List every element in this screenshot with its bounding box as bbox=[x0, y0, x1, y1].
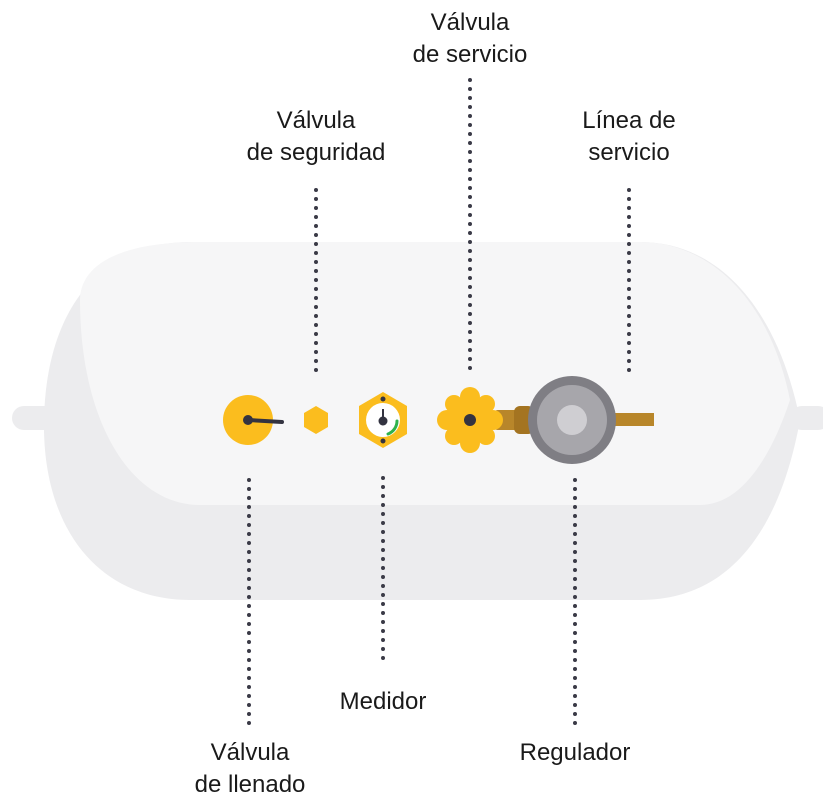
label-gauge-line1: Medidor bbox=[339, 688, 427, 715]
tank-highlight bbox=[80, 242, 790, 505]
label-regulator-line1: Regulador bbox=[519, 739, 631, 766]
label-service-valve-line1: Válvula bbox=[430, 9, 510, 36]
label-service-line: Línea de servicio bbox=[582, 105, 675, 169]
fill-valve bbox=[223, 395, 284, 445]
label-service-line-line2: servicio bbox=[588, 139, 670, 166]
service-valve bbox=[437, 387, 503, 453]
label-service-valve: Válvula de servicio bbox=[413, 7, 528, 71]
label-safety-valve: Válvula de seguridad bbox=[247, 105, 386, 169]
label-gauge: Medidor bbox=[340, 686, 427, 718]
label-service-valve-line2: de servicio bbox=[412, 41, 528, 68]
label-safety-valve-line1: Válvula bbox=[276, 107, 356, 134]
label-service-line-line1: Línea de bbox=[582, 107, 676, 134]
label-fill-valve-line1: Válvula bbox=[210, 739, 290, 766]
label-fill-valve: Válvula de llenado bbox=[195, 737, 306, 801]
regulator bbox=[528, 376, 616, 464]
safety-valve bbox=[304, 406, 328, 434]
label-fill-valve-line2: de llenado bbox=[194, 771, 306, 798]
gauge bbox=[359, 392, 407, 448]
label-safety-valve-line2: de seguridad bbox=[246, 139, 386, 166]
label-regulator: Regulador bbox=[520, 737, 631, 769]
